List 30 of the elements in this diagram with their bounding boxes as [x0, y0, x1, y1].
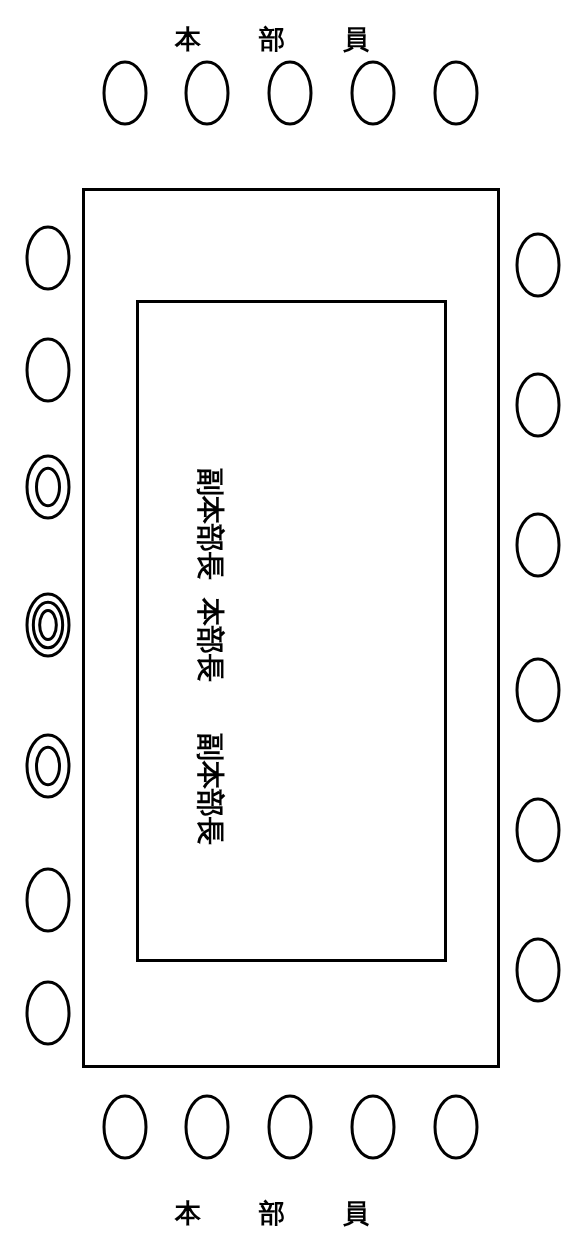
seat-circle	[25, 225, 71, 291]
seat-circle	[25, 867, 71, 933]
double-ring-seat	[25, 454, 71, 520]
role-label: 本部員	[175, 23, 427, 56]
seat-circle	[267, 1094, 313, 1160]
seat-circle	[184, 60, 230, 126]
seat-circle	[515, 232, 561, 298]
role-label: 副本部長	[193, 733, 227, 845]
seat-circle	[25, 337, 71, 403]
role-label: 副本部長	[193, 468, 227, 580]
seat-circle	[267, 60, 313, 126]
triple-ring-seat	[25, 592, 71, 658]
seat-circle	[25, 980, 71, 1046]
seat-circle	[350, 60, 396, 126]
seat-circle	[515, 657, 561, 723]
seat-circle	[102, 1094, 148, 1160]
role-label: 本部員	[175, 1197, 427, 1230]
seat-circle	[515, 797, 561, 863]
seat-circle	[433, 60, 479, 126]
role-label: 本部長	[193, 598, 227, 682]
seat-circle	[184, 1094, 230, 1160]
seat-circle	[515, 512, 561, 578]
inner-table-area	[136, 300, 447, 962]
seat-circle	[515, 372, 561, 438]
double-ring-seat	[25, 733, 71, 799]
seat-circle	[102, 60, 148, 126]
seat-circle	[433, 1094, 479, 1160]
seat-circle	[515, 937, 561, 1003]
seat-circle	[350, 1094, 396, 1160]
table	[82, 188, 500, 1068]
